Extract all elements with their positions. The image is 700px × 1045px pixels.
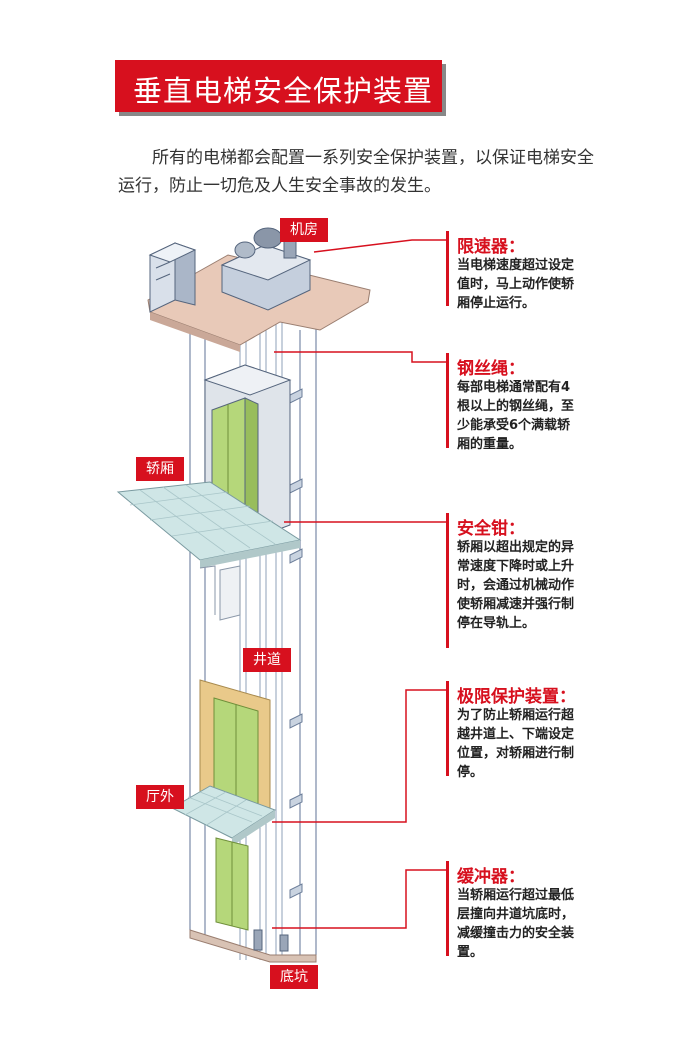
pit — [189, 929, 317, 963]
annotation-text-wire-rope: 每部电梯通常配有4根以上的钢丝绳，至少能承受6个满载轿厢的重量。 — [457, 380, 575, 452]
tag-hoistway: 井道 — [243, 648, 291, 672]
annotation-lines — [272, 239, 446, 929]
annotation-bars — [446, 231, 449, 956]
pit-landing-doors — [215, 837, 249, 931]
annotation-title-safety-gear: 安全钳： — [457, 519, 525, 539]
controller-cabinet — [148, 242, 197, 313]
tag-machine-room: 机房 — [280, 218, 328, 242]
annotation-text-limit-device: 为了防止轿厢运行超越井道上、下端设定位置，对轿厢进行制停。 — [457, 708, 575, 780]
annotation-text-safety-gear: 轿厢以超出规定的异常速度下降时或上升时，会通过机械动作使轿厢减速并强行制停在导轨… — [457, 540, 575, 631]
lower-storey — [199, 565, 241, 621]
annotation-text-buffer: 当轿厢运行超过最低层撞向井道坑底时，减缓撞击力的安全装置。 — [457, 888, 575, 960]
annotation-text-speed-governor: 当电梯速度超过设定值时，马上动作使轿厢停止运行。 — [457, 258, 575, 311]
tag-hall: 厅外 — [136, 785, 184, 809]
rail-brackets — [289, 388, 303, 899]
hall-door-frame — [199, 679, 271, 819]
car-level-floor — [116, 481, 302, 568]
hall-floor — [170, 785, 277, 846]
annotation-title-limit-device: 极限保护装置： — [457, 687, 576, 707]
page-title: 垂直电梯安全保护装置 — [133, 74, 434, 108]
tag-pit: 底坑 — [270, 965, 318, 989]
intro-paragraph: 所有的电梯都会配置一系列安全保护装置，以保证电梯安全运行，防止一切危及人生安全事… — [118, 148, 594, 196]
tag-car: 轿厢 — [136, 457, 184, 481]
annotation-title-speed-governor: 限速器： — [457, 237, 525, 257]
annotation-title-wire-rope: 钢丝绳： — [457, 359, 525, 379]
title-banner: 垂直电梯安全保护装置 — [115, 60, 442, 112]
annotation-title-buffer: 缓冲器： — [457, 867, 525, 887]
traction-machine — [220, 227, 312, 311]
